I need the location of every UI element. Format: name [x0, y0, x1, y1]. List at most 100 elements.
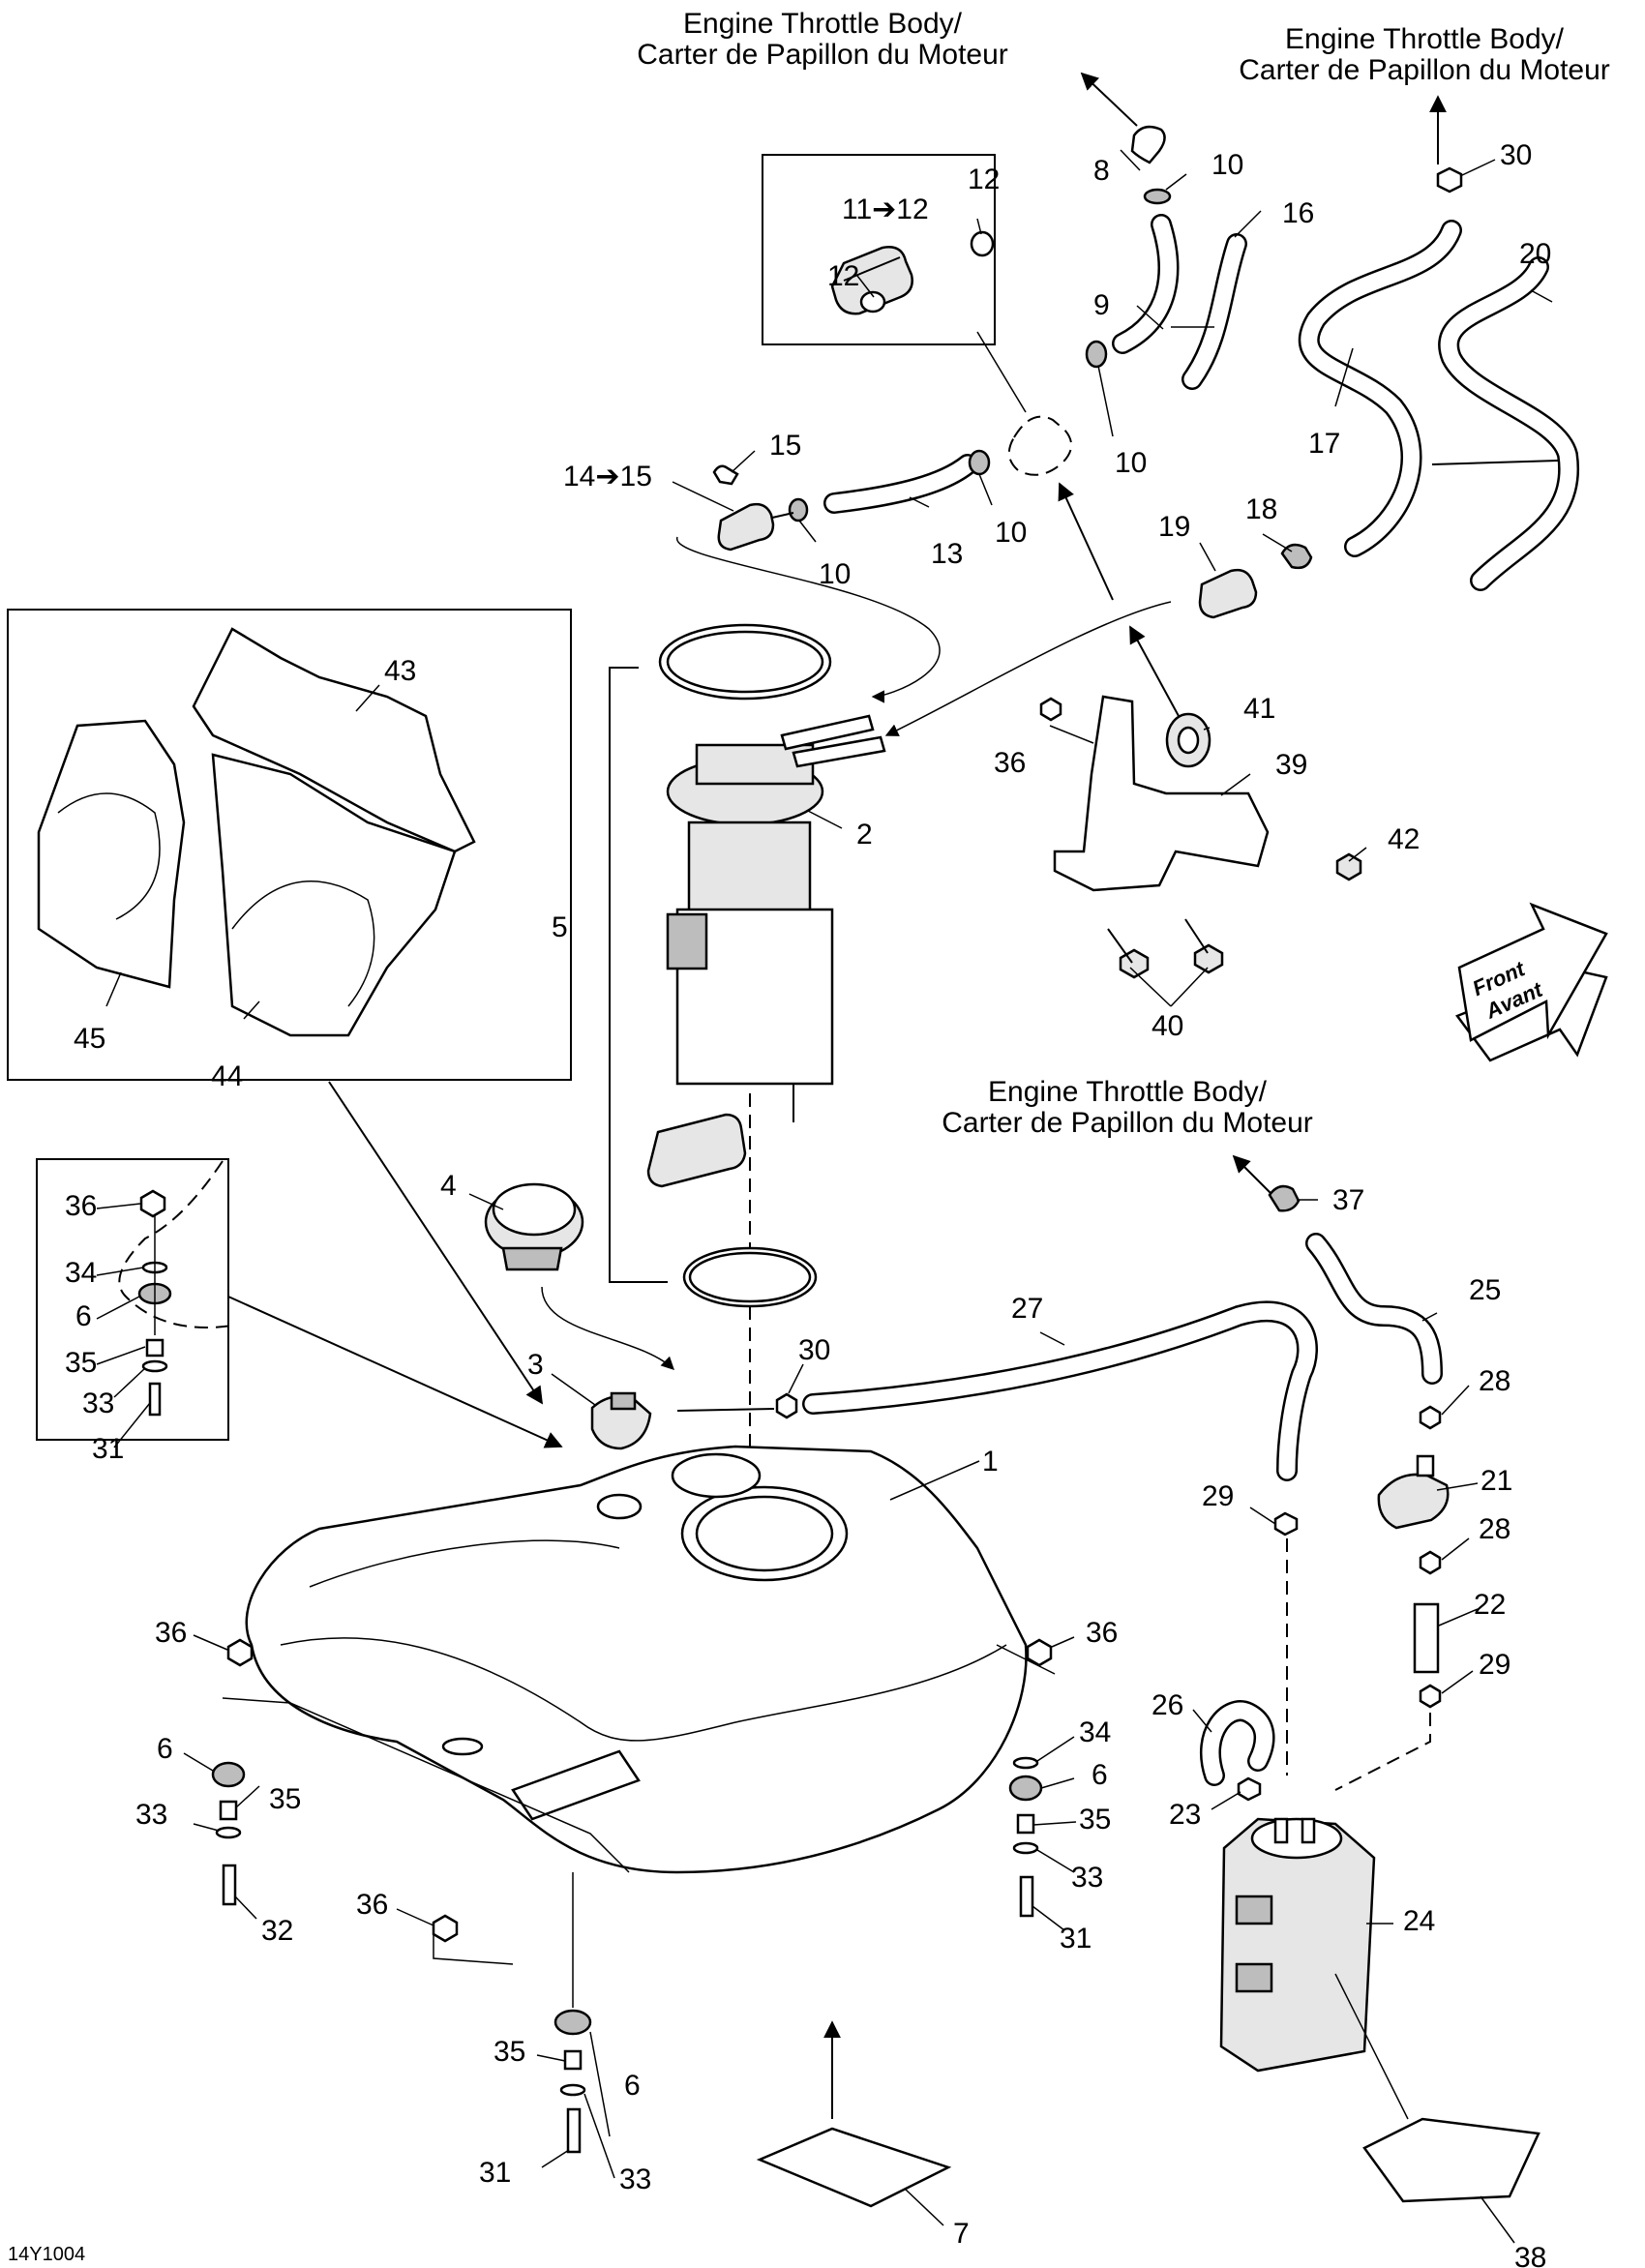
callout-36: 36 — [994, 747, 1026, 779]
sleeve-35c — [1016, 1813, 1035, 1835]
callout-6: 6 — [624, 2070, 641, 2102]
heat-shield-43 — [192, 627, 476, 853]
heat-shield-44 — [211, 753, 457, 1037]
arrow-mount-to-tank — [227, 1296, 563, 1448]
caption-line-fr: Carter de Papillon du Moteur — [1239, 54, 1610, 86]
callout-9: 9 — [1093, 289, 1110, 321]
callout-27: 27 — [1011, 1293, 1043, 1325]
callout-12: 12 — [968, 164, 1000, 195]
callout-2: 2 — [856, 819, 873, 850]
bracket-39 — [1053, 695, 1270, 892]
sleeve-35b — [219, 1800, 238, 1821]
callout-41: 41 — [1243, 693, 1275, 725]
callout-19: 19 — [1158, 511, 1190, 543]
callout-6: 6 — [1092, 1759, 1108, 1791]
clamp-10c — [968, 449, 991, 476]
callout-38: 38 — [1514, 2242, 1546, 2268]
callout-10: 10 — [1115, 447, 1147, 479]
callout-28: 28 — [1479, 1513, 1510, 1545]
route-cap-to-neck — [541, 1286, 674, 1370]
clamp-30b — [775, 1392, 798, 1419]
sleeve-35a — [145, 1338, 164, 1358]
callout-10: 10 — [819, 558, 851, 590]
quick-connector-14 — [717, 502, 794, 552]
clip-15 — [712, 464, 739, 486]
arrow-bracket — [1129, 625, 1180, 717]
callout-12: 12 — [827, 260, 859, 292]
nut-36b — [139, 1189, 166, 1218]
washer-33a — [141, 1359, 168, 1373]
leader-17-20 — [1431, 460, 1559, 465]
callout-29: 29 — [1202, 1480, 1234, 1512]
callout-35: 35 — [1079, 1804, 1111, 1835]
bolt-31a — [148, 1382, 162, 1417]
callout-30: 30 — [798, 1334, 830, 1366]
route-to-pump-1 — [676, 536, 941, 703]
callout-37: 37 — [1332, 1184, 1364, 1216]
caption-line-en: Engine Throttle Body/ — [988, 1076, 1268, 1108]
washer-34b — [1012, 1756, 1039, 1770]
screws-40 — [1107, 918, 1224, 979]
fuel-filter-inset — [762, 154, 996, 345]
fuel-filter-installed — [1007, 415, 1072, 476]
fuel-filter-11 — [830, 230, 995, 315]
callout-36: 36 — [1086, 1617, 1118, 1649]
leader-lines — [96, 149, 1553, 2244]
clamp-10b — [1085, 340, 1108, 369]
clamp-10a — [1143, 188, 1172, 205]
callout-15: 15 — [769, 430, 801, 462]
callout-11-12: 11➔12 — [842, 194, 929, 225]
hose-25 — [1305, 1233, 1443, 1385]
washer-33b — [215, 1826, 242, 1839]
callout-29: 29 — [1479, 1649, 1510, 1681]
hose-13 — [823, 454, 978, 514]
arrow-shields-to-tank — [328, 1081, 543, 1405]
callout-33: 33 — [82, 1388, 114, 1419]
callout-31: 31 — [1060, 1923, 1092, 1955]
callout-33: 33 — [1071, 1862, 1103, 1894]
shield-inset — [7, 609, 572, 1081]
screw-42 — [1335, 852, 1362, 881]
callout-14-15: 14➔15 — [563, 461, 652, 492]
callout-18: 18 — [1245, 493, 1277, 525]
throttle-fitting-8 — [1130, 125, 1166, 164]
heat-shield-45 — [37, 719, 186, 989]
callout-10: 10 — [995, 517, 1027, 549]
callout-21: 21 — [1480, 1465, 1512, 1497]
pad-7 — [756, 2127, 952, 2208]
lock-ring-top — [658, 623, 832, 701]
callout-40: 40 — [1152, 1010, 1183, 1042]
callout-8: 8 — [1093, 155, 1110, 187]
callout-36: 36 — [155, 1617, 187, 1649]
filler-neck-3 — [590, 1391, 652, 1450]
callout-36: 36 — [356, 1889, 388, 1921]
nut-36c — [226, 1638, 254, 1667]
fuel-cap-4 — [484, 1182, 584, 1271]
callout-1: 1 — [982, 1446, 999, 1477]
callout-4: 4 — [440, 1170, 457, 1202]
callout-34: 34 — [1079, 1716, 1111, 1748]
nut-36a — [1039, 697, 1062, 722]
clamp-28b — [1419, 1550, 1442, 1575]
arrow-to-filter — [1058, 482, 1114, 601]
arrow-to-throttle-1 — [1080, 72, 1138, 127]
clamp-28a — [1419, 1405, 1442, 1430]
callout-45: 45 — [74, 1023, 105, 1055]
clamp-10d — [788, 497, 809, 522]
clamp-30a — [1436, 166, 1463, 194]
hose-22 — [1413, 1602, 1440, 1674]
callout-33: 33 — [135, 1799, 167, 1831]
callout-3: 3 — [527, 1349, 544, 1381]
callout-16: 16 — [1282, 197, 1314, 229]
callout-labels: 8 10 16 9 10 11➔12 12 12 15 14➔15 10 13 … — [65, 139, 1551, 2268]
callout-42: 42 — [1388, 823, 1420, 855]
clamp-23 — [1237, 1776, 1262, 1802]
clamp-37 — [1268, 1184, 1301, 1212]
callout-5: 5 — [552, 911, 568, 943]
callout-6: 6 — [157, 1733, 173, 1765]
evap-canister-24 — [1219, 1817, 1376, 2073]
route-to-pump-2 — [884, 601, 1172, 736]
callout-6: 6 — [75, 1300, 92, 1332]
leader-38 — [1334, 1973, 1409, 2120]
